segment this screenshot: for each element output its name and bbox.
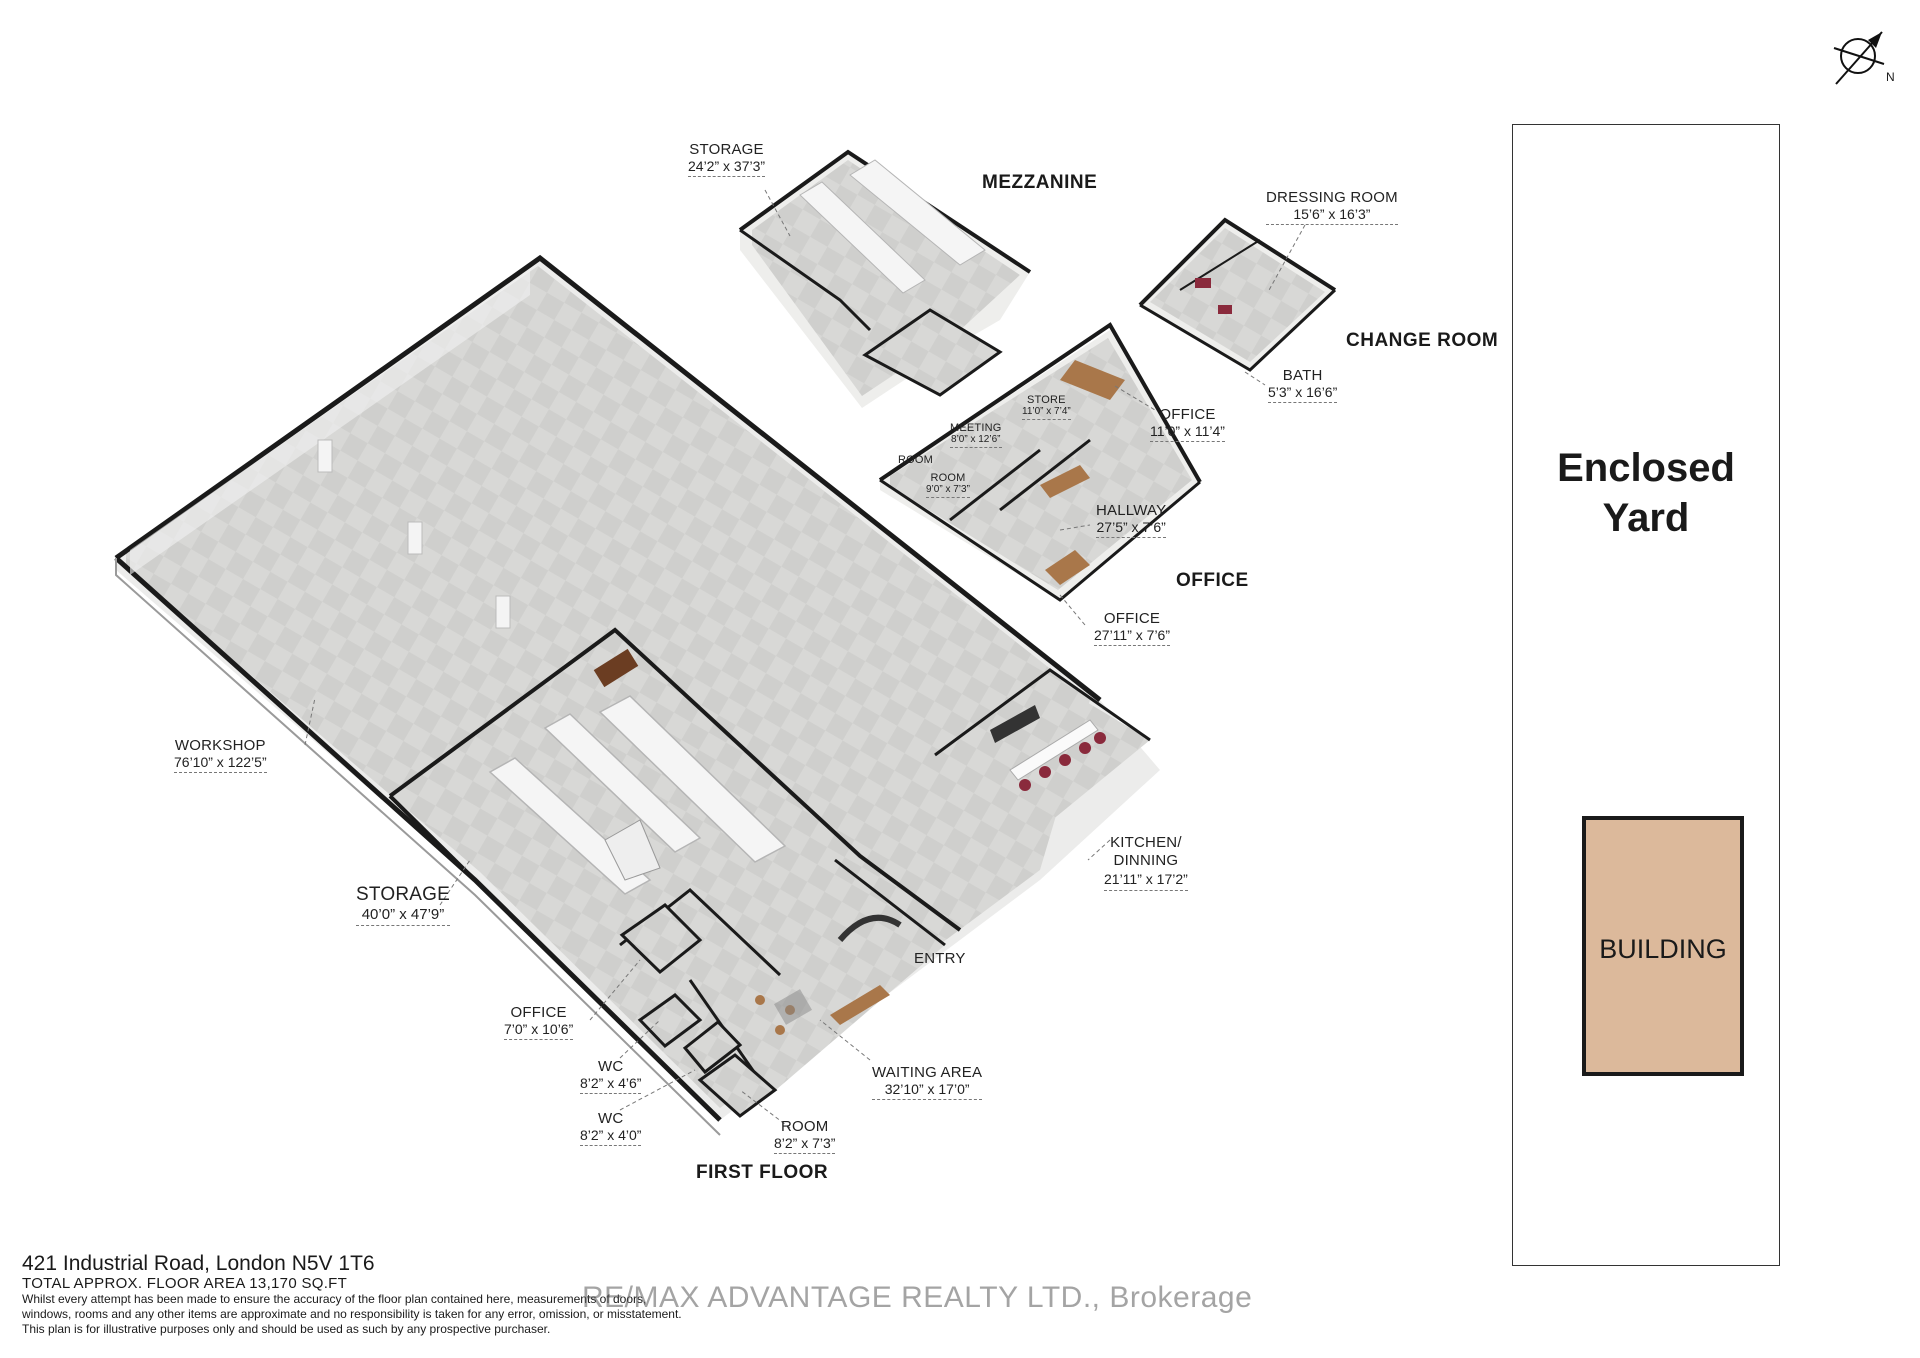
storage-main-area [388,627,962,932]
building-label: BUILDING [1599,934,1727,964]
disclaimer-line-3: This plan is for illustrative purposes o… [22,1322,551,1336]
disclaimer-line-1: Whilst every attempt has been made to en… [22,1292,647,1306]
room-label-entry: ENTRY [914,950,966,967]
kitchen-area [934,668,1151,830]
footer: 421 Industrial Road, London N5V 1T6 TOTA… [22,1252,842,1337]
section-title-mezzanine: MEZZANINE [982,172,1098,193]
total-floor-area: TOTAL APPROX. FLOOR AREA 13,170 SQ.FT [22,1275,348,1292]
brokerage-watermark: RE/MAX ADVANTAGE REALTY LTD., Brokerage [582,1281,1253,1314]
yard-title: Enclosed Yard [1557,446,1735,540]
enclosed-yard: Enclosed Yard [1512,124,1780,1266]
reception-area [619,858,946,1096]
workshop-area [114,254,1160,1136]
office-cluster-drawing [878,322,1202,602]
section-title-office: OFFICE [1176,570,1249,591]
room-label-room-a: ROOM [898,454,934,466]
building-block: BUILDING [1582,816,1744,1076]
section-title-first-floor: FIRST FLOOR [696,1162,829,1183]
disclaimer-line-2: windows, rooms and any other items are a… [22,1307,682,1321]
change-room-drawing [1138,217,1337,372]
compass-icon [1826,26,1896,92]
mezzanine-drawing [738,149,1032,408]
compass-north-label: N [1886,70,1895,84]
small-rooms [619,903,778,1118]
address: 421 Industrial Road, London N5V 1T6 [22,1252,375,1275]
section-title-change-room: CHANGE ROOM [1346,330,1499,351]
leader-lines [304,189,1306,1129]
